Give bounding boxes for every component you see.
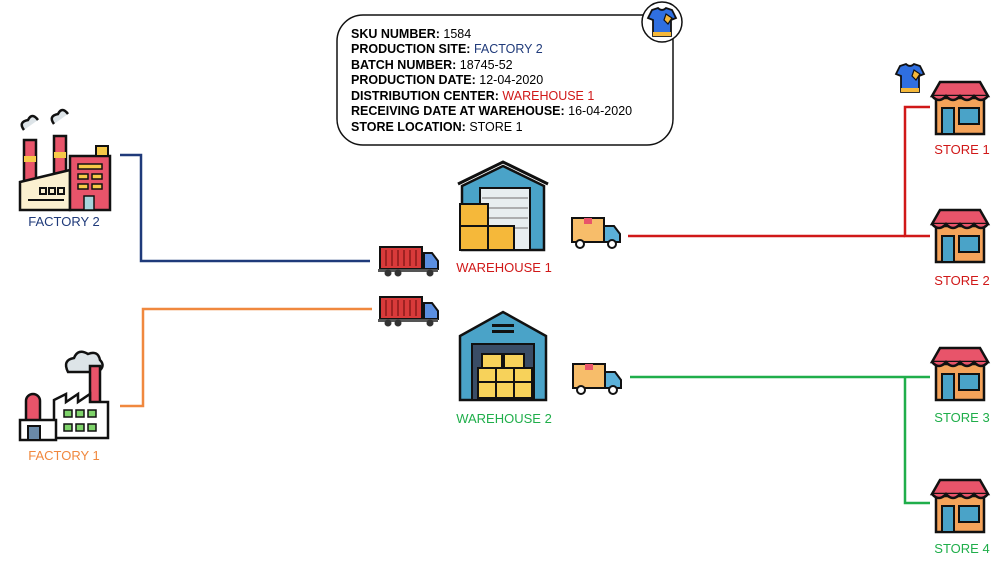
svg-text:STORE LOCATION: STORE 1: STORE LOCATION: STORE 1 (351, 120, 523, 134)
sku-value: 1584 (443, 27, 471, 41)
warehouse-icon (458, 310, 548, 402)
svg-text:SKU NUMBER: 1584: SKU NUMBER: 1584 (351, 27, 471, 41)
store-icon (930, 208, 990, 264)
receiving-date-value: 16-04-2020 (568, 104, 632, 118)
svg-text:DISTRIBUTION CENTER: WAREHOUSE: DISTRIBUTION CENTER: WAREHOUSE 1 (351, 89, 594, 103)
store2-label: STORE 2 (934, 273, 989, 288)
delivery-truck-icon (572, 363, 622, 395)
svg-text:BATCH NUMBER: 18745-52: BATCH NUMBER: 18745-52 (351, 58, 513, 72)
factory-icon (18, 108, 112, 212)
store-icon (930, 346, 990, 402)
delivery-truck-icon (571, 217, 621, 249)
warehouse2-label: WAREHOUSE 2 (456, 411, 552, 426)
store-icon (930, 80, 990, 136)
production-date-label: PRODUCTION DATE: (351, 73, 476, 87)
svg-text:RECEIVING DATE AT WAREHOUSE: 1: RECEIVING DATE AT WAREHOUSE: 16-04-2020 (351, 104, 632, 118)
store1-label: STORE 1 (934, 142, 989, 157)
svg-text:PRODUCTION DATE: 12-04-2020: PRODUCTION DATE: 12-04-2020 (351, 73, 543, 87)
truck-icon (377, 246, 439, 278)
svg-text:PRODUCTION SITE: FACTORY 2: PRODUCTION SITE: FACTORY 2 (351, 42, 543, 56)
truck-icon (377, 296, 439, 328)
store1-branch-line (903, 105, 930, 238)
production-date-value: 12-04-2020 (479, 73, 543, 87)
sku-label: SKU NUMBER: (351, 27, 440, 41)
store3-label: STORE 3 (934, 410, 989, 425)
warehouse1-label: WAREHOUSE 1 (456, 260, 552, 275)
store-icon (930, 478, 990, 534)
site-value: FACTORY 2 (474, 42, 543, 56)
batch-label: BATCH NUMBER: (351, 58, 456, 72)
factory2-to-warehouse1-line (120, 153, 370, 263)
store-location-value: STORE 1 (469, 120, 522, 134)
distribution-center-label: DISTRIBUTION CENTER: (351, 89, 499, 103)
batch-value: 18745-52 (460, 58, 513, 72)
factory1-label: FACTORY 1 (28, 448, 100, 463)
factory2-label: FACTORY 2 (28, 214, 100, 229)
store-location-label: STORE LOCATION: (351, 120, 466, 134)
receiving-date-label: RECEIVING DATE AT WAREHOUSE: (351, 104, 565, 118)
store4-label: STORE 4 (934, 541, 989, 556)
store4-branch-line (903, 377, 930, 505)
warehouse-icon (456, 160, 550, 252)
factory1-to-warehouse2-line (120, 307, 372, 408)
product-info-card: SKU NUMBER: 1584 PRODUCTION SITE: FACTOR… (336, 1, 683, 146)
distribution-center-value: WAREHOUSE 1 (502, 89, 594, 103)
factory-icon (18, 350, 110, 442)
shirt-icon (647, 7, 677, 37)
shirt-icon (895, 63, 925, 93)
site-label: PRODUCTION SITE: (351, 42, 470, 56)
